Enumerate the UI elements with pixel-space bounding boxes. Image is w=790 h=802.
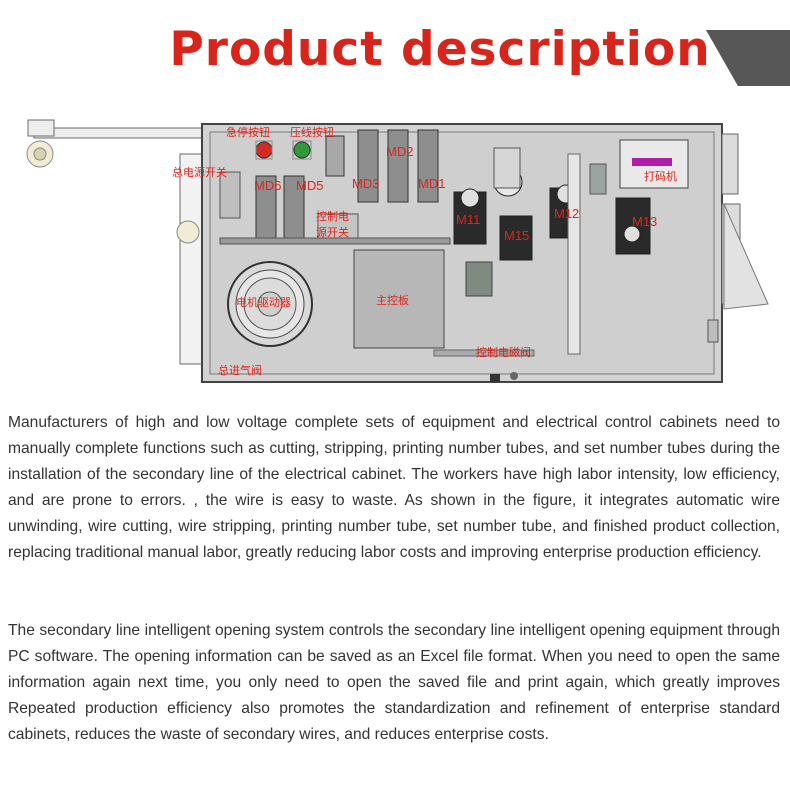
- motor-driver-transformer: [227, 261, 313, 347]
- label-m12: M12: [554, 206, 579, 221]
- printer-ribbon: [632, 158, 672, 166]
- label-md1: MD1: [418, 176, 445, 191]
- label-crimp-button: 压线按钮: [290, 125, 334, 139]
- label-md3: MD3: [352, 176, 379, 191]
- label-control-power-2: 源开关: [316, 225, 349, 239]
- label-emergency-stop: 急停按钮: [226, 125, 270, 139]
- label-main-board: 主控板: [376, 293, 409, 307]
- label-control-power-1: 控制电: [316, 209, 349, 223]
- label-md5: MD5: [296, 178, 323, 193]
- page-title: Product description: [169, 22, 711, 77]
- label-m11: M11: [456, 212, 480, 227]
- main-board: [353, 249, 445, 349]
- label-control-solenoid: 控制电磁阀: [476, 345, 531, 359]
- crimp-button: [293, 141, 311, 159]
- machine-drawing: 急停按钮 压线按钮 总电源开关 MD2 MD3 MD1 MD6 MD5 控制电 …: [26, 119, 769, 383]
- label-m15: M15: [504, 228, 529, 243]
- label-md6: MD6: [254, 178, 281, 193]
- header: Product description: [0, 0, 790, 110]
- emergency-stop-button: [255, 141, 273, 159]
- md-drivers: [255, 129, 439, 239]
- label-main-air-valve: 总进气阀: [218, 363, 262, 377]
- label-main-power: 总电源开关: [172, 165, 227, 179]
- machine-diagram: 急停按钮 压线按钮 总电源开关 MD2 MD3 MD1 MD6 MD5 控制电 …: [20, 114, 772, 386]
- label-md2: MD2: [386, 144, 413, 159]
- label-m13: M13: [632, 214, 657, 229]
- unwinding-arm: [26, 119, 205, 365]
- description-paragraph-2: The secondary line intelligent opening s…: [8, 622, 780, 743]
- label-printer: 打码机: [644, 169, 677, 183]
- description-paragraph-1: Manufacturers of high and low voltage co…: [8, 414, 780, 561]
- label-motor-driver: 电机驱动器: [236, 295, 291, 309]
